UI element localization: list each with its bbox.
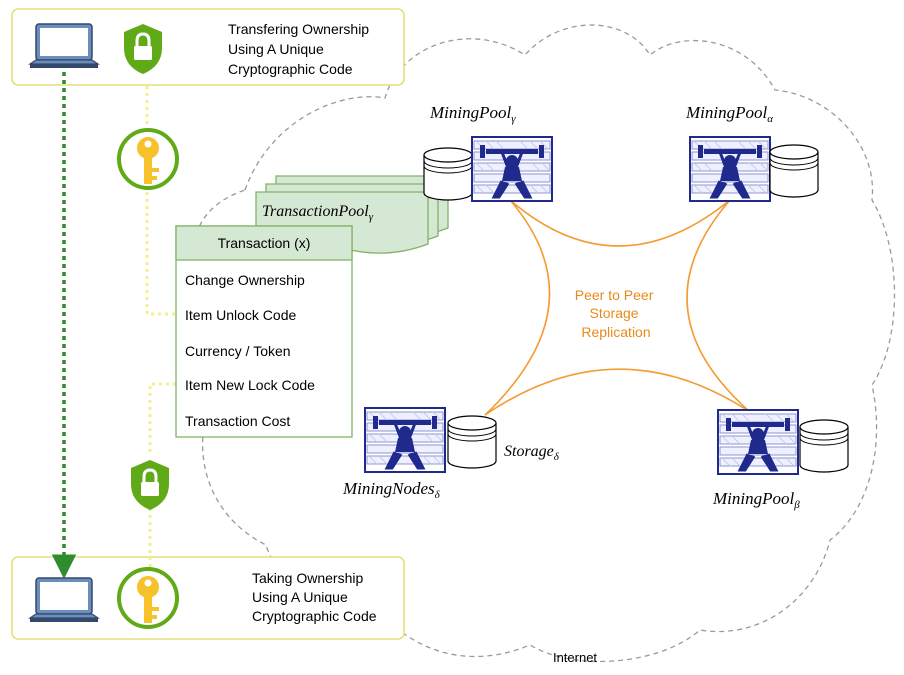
storage-cylinder-delta (447, 415, 497, 469)
transaction-item: Transaction Cost (185, 413, 290, 429)
mining-pool-gamma-label: MiningPoolγ (429, 103, 516, 125)
sender-box (11, 8, 405, 86)
transaction-header: Transaction (x) (218, 235, 311, 251)
transaction-item: Change Ownership (185, 272, 305, 288)
mining-pool-beta-server-icon (716, 408, 800, 476)
p2p-connections (484, 199, 751, 416)
mining-pool-alpha-server-icon (688, 135, 772, 203)
transaction-item: Item Unlock Code (185, 307, 296, 323)
storage-cylinder-gamma (423, 147, 473, 201)
internet-label: Internet (553, 650, 597, 665)
mining-pool-alpha-label: MiningPoolα (685, 103, 773, 125)
storage-cylinder-alpha (769, 144, 819, 198)
p2p-label: Peer to Peer Storage Replication (575, 287, 658, 340)
transaction-pool-label: TransactionPoolγ (262, 203, 374, 223)
unlock-key-icon (117, 128, 179, 190)
sender-text: Transfering Ownership Using A Unique Cry… (228, 21, 373, 77)
mining-nodes-delta-label: MiningNodesδ (342, 479, 441, 501)
receiver-laptop-icon (29, 577, 99, 623)
connector-newlock-shield (148, 382, 176, 456)
transaction-item: Currency / Token (185, 343, 291, 359)
receiver-key-icon (117, 567, 179, 629)
new-lock-shield-icon (129, 458, 171, 512)
mining-nodes-delta-server-icon (363, 406, 447, 474)
receiver-text: Taking Ownership Using A Unique Cryptogr… (252, 570, 377, 624)
receiver-box (11, 556, 405, 640)
connector-key-unlock (145, 192, 176, 316)
mining-pool-gamma-server-icon (470, 135, 554, 203)
transaction-table (175, 225, 353, 438)
storage-delta-label: Storageδ (504, 443, 560, 463)
mining-pool-beta-label: MiningPoolβ (712, 489, 800, 511)
transaction-item: Item New Lock Code (185, 377, 315, 393)
sender-laptop-icon (29, 23, 99, 69)
storage-cylinder-beta (799, 419, 849, 473)
